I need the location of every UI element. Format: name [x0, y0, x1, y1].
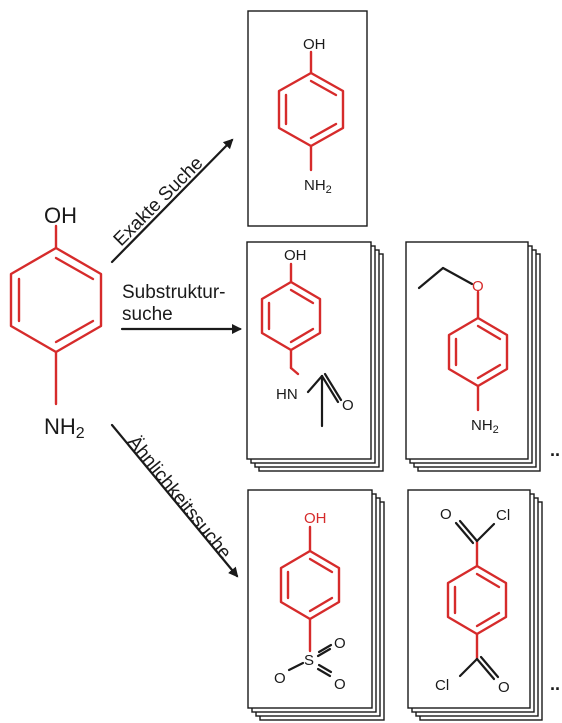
- query-nh2-label: NH2: [44, 414, 85, 442]
- sim2-cl-bottom-label: Cl: [435, 677, 449, 694]
- sub1-hn-label: HN: [276, 386, 298, 403]
- sim1-oh-label: OH: [304, 510, 327, 527]
- result-card-exact: OH NH2: [247, 10, 368, 227]
- result-card-substructure-1: OH HN O: [246, 241, 384, 472]
- sub1-oh-label: OH: [284, 247, 307, 264]
- label-substructure-line1: Substruktur-: [122, 282, 225, 303]
- sub1-o-label: O: [342, 397, 354, 414]
- sim1-s-label: S: [304, 652, 314, 669]
- query-oh-label: OH: [44, 203, 77, 228]
- sub2-nh2-label: NH2: [471, 417, 499, 436]
- result-card-similarity-1: OH S O O O: [247, 489, 385, 721]
- sub2-o-label: O: [472, 278, 484, 295]
- exact-oh-label: OH: [303, 36, 326, 53]
- result-card-similarity-2: O Cl Cl O: [407, 489, 543, 721]
- sim2-o-bottom-label: O: [498, 679, 510, 696]
- sim1-o-right-label: O: [334, 635, 346, 652]
- query-ring: [9, 224, 103, 406]
- label-similarity-search: Ähnlichkeitssuche: [123, 432, 235, 563]
- arrow-similarity: [110, 423, 239, 578]
- more-results-indicator-2: ..: [550, 674, 560, 694]
- query-molecule: OH NH2: [9, 203, 103, 442]
- label-substructure-line2: suche: [122, 304, 173, 325]
- result-card-substructure-2: O NH2: [405, 241, 541, 472]
- more-results-indicator-1: ..: [550, 440, 560, 460]
- sim2-cl-top-label: Cl: [496, 507, 510, 524]
- sim1-o-bottom-label: O: [334, 676, 346, 693]
- sim1-o-left-label: O: [274, 670, 286, 687]
- sim2-o-top-label: O: [440, 506, 452, 523]
- arrow-exact: [110, 138, 234, 264]
- exact-nh2-label: NH2: [304, 177, 332, 196]
- label-exact-search: Exakte Suche: [110, 153, 208, 251]
